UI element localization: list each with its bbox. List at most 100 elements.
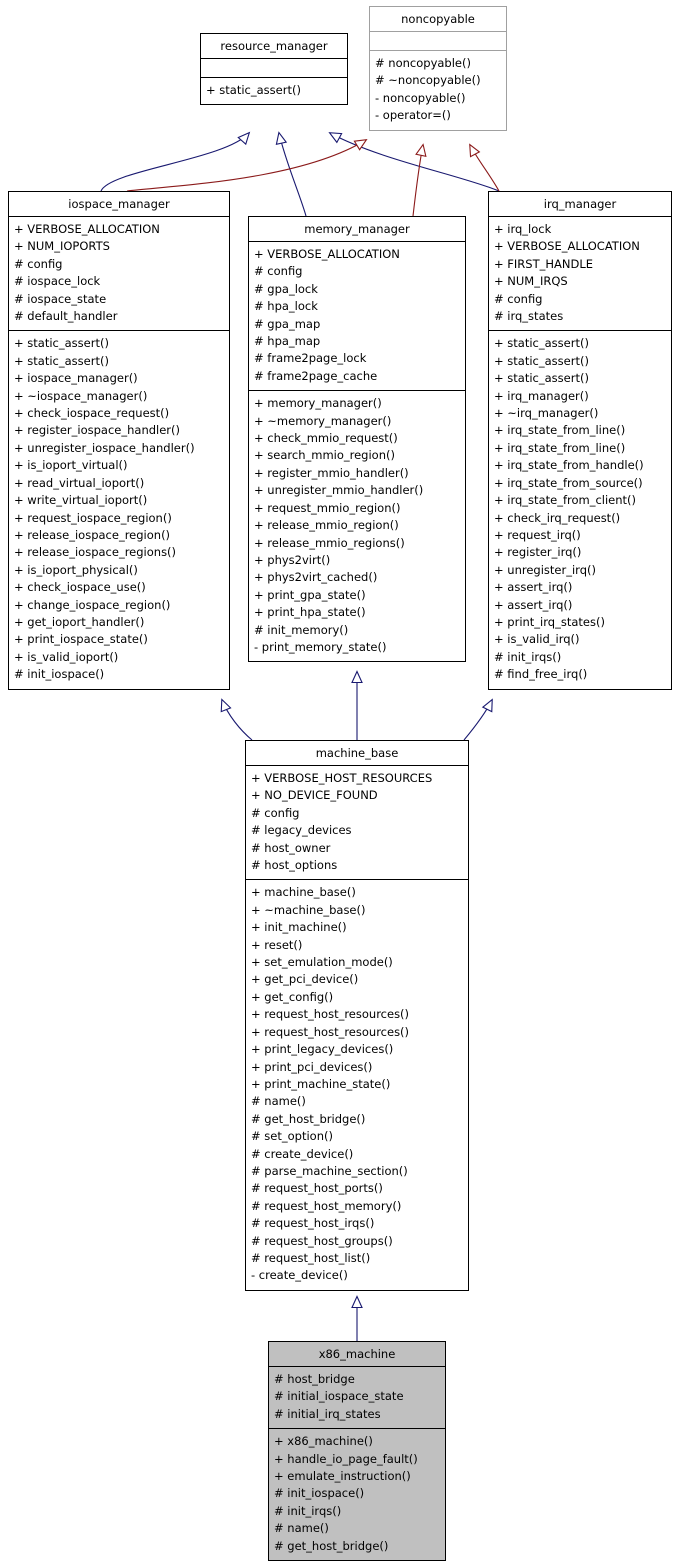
class-title-iospace-manager: iospace_manager: [68, 197, 170, 211]
class-member: + is_valid_ioport(): [14, 649, 119, 664]
class-member: + register_mmio_handler(): [254, 465, 409, 480]
class-title-machine-base: machine_base: [315, 746, 399, 760]
methods-compartment-machine-base: + machine_base() + ~machine_base() + ini…: [246, 880, 468, 1289]
class-member: + request_iospace_region(): [14, 510, 172, 525]
class-member: + VERBOSE_HOST_RESOURCES: [251, 771, 433, 785]
attributes-compartment-resource-manager: [201, 59, 347, 77]
attributes-compartment-memory-manager: + VERBOSE_ALLOCATION # config # gpa_lock…: [249, 242, 465, 390]
class-member: # irq_states: [494, 309, 564, 324]
class-member: - create_device(): [251, 1268, 348, 1283]
attributes-compartment-noncopyable: [370, 32, 506, 50]
class-member: + ~iospace_manager(): [14, 388, 148, 403]
class-member: # find_free_irq(): [494, 667, 588, 682]
class-member: # iospace_lock: [14, 274, 101, 289]
compartment-divider: [201, 77, 347, 78]
class-member: + irq_state_from_line(): [494, 440, 626, 455]
class-box-machine-base[interactable]: machine_base + VERBOSE_HOST_RESOURCES + …: [245, 740, 469, 1291]
class-member: + x86_machine(): [274, 1434, 373, 1449]
class-member: + static_assert(): [14, 353, 109, 368]
edge-machinebase-to-iospace: [220, 698, 253, 741]
class-member: + set_emulation_mode(): [251, 955, 393, 970]
class-member: # config: [251, 805, 300, 820]
class-member: # host_owner: [251, 840, 331, 855]
attributes-compartment-machine-base: + VERBOSE_HOST_RESOURCES + NO_DEVICE_FOU…: [246, 766, 468, 879]
class-member: # request_host_groups(): [251, 1233, 393, 1248]
class-member: + print_hpa_state(): [254, 605, 366, 620]
class-member: + release_iospace_regions(): [14, 545, 177, 560]
class-member: + register_irq(): [494, 545, 582, 560]
class-box-iospace-manager[interactable]: iospace_manager + VERBOSE_ALLOCATION + N…: [8, 191, 230, 690]
class-member: + irq_state_from_line(): [494, 423, 626, 438]
class-member: + iospace_manager(): [14, 371, 138, 386]
compartment-divider: [201, 58, 347, 59]
class-box-x86-machine[interactable]: x86_machine # host_bridge # initial_iosp…: [268, 1341, 446, 1562]
class-member: + NUM_IRQS: [494, 274, 568, 289]
attributes-compartment-iospace-manager: + VERBOSE_ALLOCATION + NUM_IOPORTS # con…: [9, 217, 229, 330]
class-member: + unregister_mmio_handler(): [254, 483, 424, 498]
class-member: + check_iospace_request(): [14, 406, 170, 421]
edge-memory-to-resource: [275, 131, 307, 217]
edge-iospace-to-noncopyable: [126, 139, 368, 192]
class-member: + release_iospace_region(): [14, 527, 171, 542]
compartment-divider: [246, 879, 468, 881]
class-member: # name(): [274, 1521, 329, 1536]
class-member: # host_bridge: [274, 1372, 355, 1386]
class-member: # hpa_map: [254, 334, 321, 349]
class-member: # noncopyable(): [375, 56, 471, 70]
class-member: + request_host_resources(): [251, 1024, 410, 1039]
class-member: + irq_state_from_handle(): [494, 458, 644, 473]
class-box-irq-manager[interactable]: irq_manager + irq_lock + VERBOSE_ALLOCAT…: [488, 191, 672, 690]
class-member: # default_handler: [14, 309, 118, 324]
class-box-noncopyable[interactable]: noncopyable # noncopyable() # ~noncopyab…: [369, 6, 507, 131]
compartment-divider: [9, 330, 229, 332]
class-member: + read_virtual_ioport(): [14, 475, 145, 490]
class-member: + get_ioport_handler(): [14, 614, 145, 629]
methods-compartment-resource-manager: + static_assert(): [201, 78, 347, 104]
edge-irq-to-resource: [328, 132, 500, 192]
class-member: + ~memory_manager(): [254, 413, 392, 428]
compartment-divider: [269, 1428, 445, 1430]
class-member: + is_ioport_virtual(): [14, 458, 128, 473]
class-member: # initial_irq_states: [274, 1406, 381, 1421]
attributes-compartment-x86-machine: # host_bridge # initial_iospace_state # …: [269, 1367, 445, 1428]
class-member: + search_mmio_region(): [254, 448, 395, 463]
class-member: + check_iospace_use(): [14, 580, 146, 595]
edge-memory-to-noncopyable: [412, 143, 427, 217]
class-member: + get_config(): [251, 989, 334, 1004]
class-member: + request_mmio_region(): [254, 500, 401, 515]
class-member: + handle_io_page_fault(): [274, 1451, 418, 1466]
class-member: + irq_lock: [494, 222, 552, 236]
class-member: + static_assert(): [494, 336, 589, 351]
class-member: # request_host_list(): [251, 1250, 371, 1265]
class-member: # init_irqs(): [494, 649, 562, 664]
class-member: + memory_manager(): [254, 396, 382, 411]
class-member: # request_host_ports(): [251, 1181, 383, 1196]
class-member: + write_virtual_ioport(): [14, 493, 148, 508]
edge-machinebase-to-irq: [463, 698, 493, 741]
class-member: # host_options: [251, 858, 338, 873]
class-member: # init_irqs(): [274, 1503, 342, 1518]
class-member: + assert_irq(): [494, 580, 573, 595]
class-member: # create_device(): [251, 1146, 354, 1161]
class-member: # init_memory(): [254, 622, 349, 637]
methods-compartment-x86-machine: + x86_machine() + handle_io_page_fault()…: [269, 1429, 445, 1560]
class-member: + print_iospace_state(): [14, 632, 148, 647]
class-member: - noncopyable(): [375, 90, 466, 105]
class-member: + static_assert(): [14, 336, 109, 351]
class-box-memory-manager[interactable]: memory_manager + VERBOSE_ALLOCATION # co…: [248, 216, 466, 663]
class-member: + ~irq_manager(): [494, 406, 599, 421]
class-member: + VERBOSE_ALLOCATION: [494, 239, 640, 254]
class-member: # request_host_irqs(): [251, 1216, 375, 1231]
class-member: + print_machine_state(): [251, 1076, 391, 1091]
class-member: + print_legacy_devices(): [251, 1042, 394, 1057]
compartment-divider: [269, 1366, 445, 1367]
compartment-divider: [370, 50, 506, 51]
class-member: + release_mmio_regions(): [254, 535, 405, 550]
class-member: # iospace_state: [14, 291, 107, 306]
class-title-noncopyable: noncopyable: [401, 12, 475, 26]
methods-compartment-noncopyable: # noncopyable() # ~noncopyable() - nonco…: [370, 51, 506, 130]
class-member: + phys2virt_cached(): [254, 570, 378, 585]
class-member: + check_mmio_request(): [254, 431, 398, 446]
class-box-resource-manager[interactable]: resource_manager + static_assert(): [200, 33, 348, 106]
